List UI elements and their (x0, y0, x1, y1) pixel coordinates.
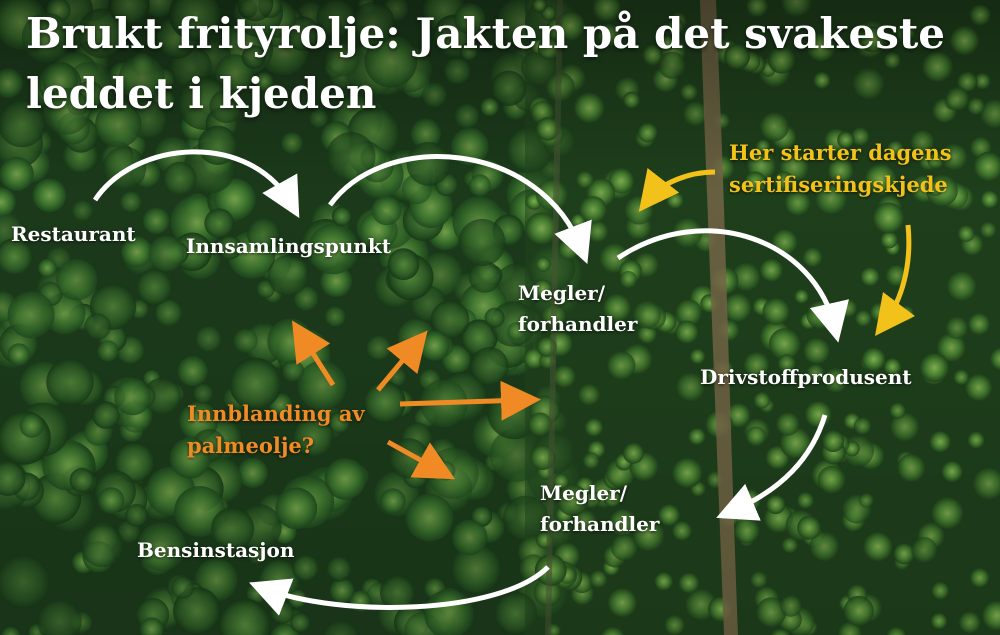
node-gas-station: Bensinstasjon (137, 538, 295, 562)
node-broker-1: Megler/ forhandler (518, 278, 637, 340)
node-restaurant: Restaurant (11, 222, 136, 246)
node-broker-2-line1: Megler/ (540, 481, 628, 505)
node-broker-2-line2: forhandler (540, 512, 660, 536)
orange-arrow-to-collection (291, 320, 336, 387)
yellow-arrow-to-producer (875, 224, 915, 337)
arrow-producer-to-broker (716, 414, 828, 521)
yellow-arrow-to-broker (638, 167, 716, 212)
node-fuel-producer: Drivstoffprodusent (700, 365, 912, 389)
node-collection-point: Innsamlingspunkt (186, 234, 391, 258)
arrow-collection-to-broker (327, 154, 592, 265)
orange-arrow-up-right (376, 330, 428, 392)
page-title: Brukt frityrolje: Jakten på det svakeste… (26, 9, 946, 118)
arrow-restaurant-to-collection (92, 149, 300, 219)
arrow-broker-to-producer (616, 228, 849, 343)
annotation-certification-line1: Her starter dagens (729, 140, 952, 165)
node-broker-2: Megler/ forhandler (540, 478, 659, 540)
annotation-palm-oil-line1: Innblanding av (187, 401, 365, 426)
node-broker-1-line1: Megler/ (518, 281, 606, 305)
node-broker-1-line2: forhandler (518, 312, 638, 336)
arrow-broker-to-gas-station (249, 565, 550, 616)
annotation-certification: Her starter dagens sertifiseringskjede (729, 137, 952, 201)
annotation-palm-oil-line2: palmeolje? (187, 433, 315, 458)
annotation-palm-oil: Innblanding av palmeolje? (187, 398, 365, 462)
orange-arrow-down-right (386, 439, 456, 480)
orange-arrow-to-broker (399, 380, 541, 421)
annotation-certification-line2: sertifiseringskjede (729, 172, 948, 197)
